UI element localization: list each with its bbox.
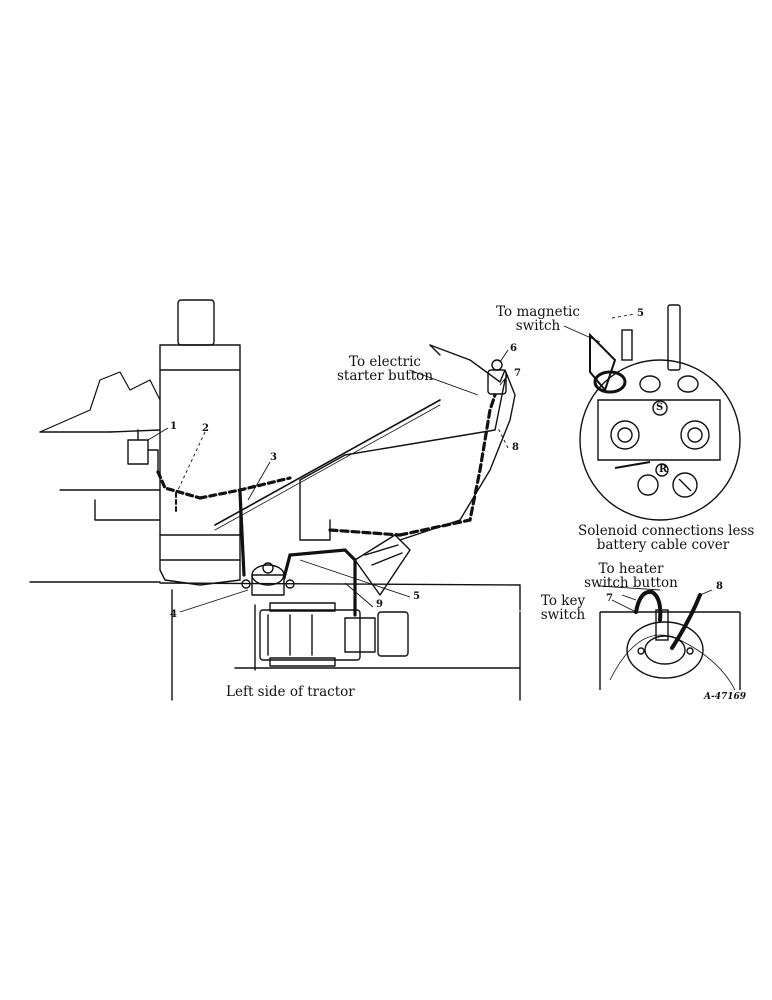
callout-7-main: 7: [514, 368, 521, 379]
switch-detail-leaders: [599, 585, 713, 613]
terminal-r-mark: R: [659, 464, 668, 475]
callout-8-detail: 8: [716, 581, 723, 592]
caption-to-key-line1: To key: [540, 593, 586, 609]
caption-to-heater-switch: To heater switch button: [576, 561, 686, 592]
tractor-frame: [29, 489, 521, 701]
caption-to-electric-line1: To electric: [349, 354, 421, 370]
starter-motor: [254, 602, 409, 671]
callout-2: 2: [202, 423, 209, 434]
callout-6: 6: [510, 343, 517, 354]
ammeter-housing: [127, 429, 159, 473]
magnetic-switch: [487, 359, 507, 395]
air-cleaner: [159, 299, 241, 586]
steering-column: [354, 534, 411, 596]
leader-lines: [147, 313, 636, 613]
caption-to-magnetic-line2: switch: [515, 318, 561, 335]
caption-solenoid-line1: Solenoid connections less: [578, 523, 755, 539]
caption-to-electric-starter: To electric starter button: [330, 354, 440, 385]
switch-detail-wires: [634, 589, 702, 650]
solenoid-detail: [579, 304, 741, 521]
callout-3: 3: [270, 452, 277, 463]
terminal-s-mark: S: [656, 402, 664, 413]
callout-7-detail: 7: [606, 593, 613, 604]
callout-4: 4: [170, 609, 177, 620]
fuel-tank-section: [39, 371, 161, 433]
caption-left-side: Left side of tractor: [226, 684, 355, 700]
callout-5-main: 5: [413, 591, 420, 602]
caption-to-key-line2: switch: [540, 607, 586, 624]
caption-to-magnetic-line1: To magnetic: [496, 304, 580, 320]
switch-detail: [599, 609, 741, 691]
caption-to-key-switch: To key switch: [528, 593, 598, 624]
caption-to-heater-line2: switch button: [584, 575, 678, 592]
callout-5-detail: 5: [637, 308, 644, 319]
caption-to-electric-line2: starter button: [336, 368, 434, 385]
callout-8-main: 8: [512, 442, 519, 453]
figure-reference: A-47169: [704, 692, 747, 702]
caption-solenoid-line2: battery cable cover: [596, 537, 730, 554]
hood-line: [214, 399, 441, 531]
callout-1: 1: [170, 421, 177, 432]
caption-solenoid-connections: Solenoid connections less battery cable …: [578, 523, 755, 554]
caption-to-heater-line1: To heater: [598, 561, 664, 577]
callout-9: 9: [376, 599, 383, 610]
caption-to-magnetic-switch: To magnetic switch: [488, 304, 588, 335]
